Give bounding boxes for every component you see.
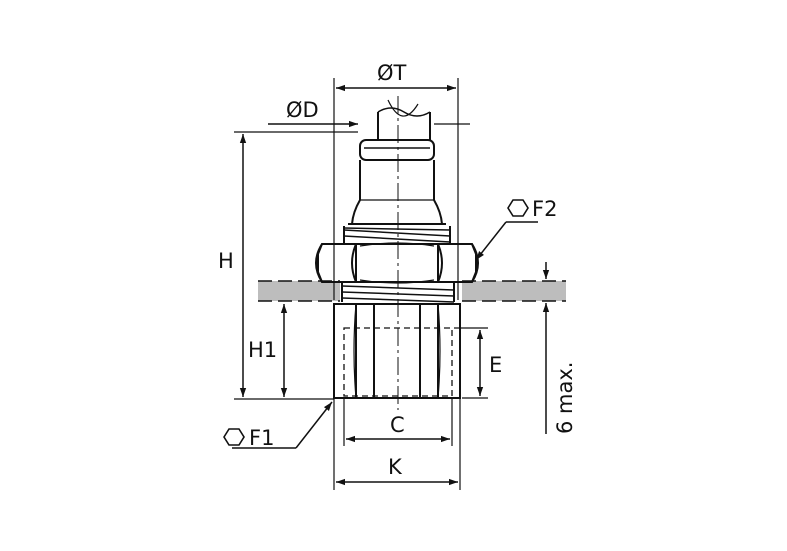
label-diam-t: ØT <box>377 61 407 85</box>
dimension-six-max: 6 max. <box>542 262 577 434</box>
collet-ring <box>359 139 435 161</box>
lower-hex-body <box>333 303 461 399</box>
dimension-c: C <box>343 398 453 446</box>
panel-wall <box>258 280 566 302</box>
label-f2: F2 <box>532 197 557 221</box>
label-e: E <box>489 353 502 377</box>
upper-body <box>348 160 446 225</box>
dimension-k: K <box>333 398 461 490</box>
label-k: K <box>388 455 403 479</box>
label-h: H <box>218 249 234 273</box>
dimension-h1: H1 <box>248 304 288 397</box>
label-c: C <box>390 413 405 437</box>
label-h1: H1 <box>248 338 277 362</box>
callout-f2: F2 <box>475 197 557 261</box>
dimension-h: H <box>218 131 358 400</box>
label-six-max: 6 max. <box>553 362 577 434</box>
callout-f1: F1 <box>223 401 333 450</box>
hexagon-icon <box>223 428 245 446</box>
tube <box>377 99 431 140</box>
hexagon-icon <box>507 199 529 217</box>
upper-thread <box>343 226 451 244</box>
label-f1: F1 <box>249 426 274 450</box>
dimension-diam-d: ØD <box>268 98 470 128</box>
dimension-e: E <box>454 327 502 399</box>
lock-nut <box>315 242 479 284</box>
dimension-diam-t: ØT <box>333 61 459 300</box>
label-diam-d: ØD <box>286 98 319 122</box>
